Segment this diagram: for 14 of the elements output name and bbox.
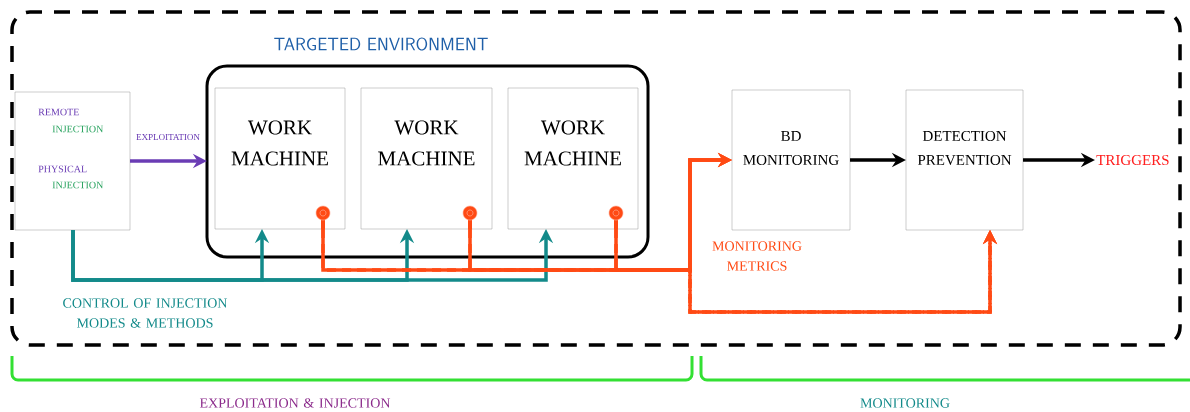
- machine-box: WORK MACHINE: [507, 87, 639, 230]
- dashed-frame: [10, 10, 1182, 347]
- machine-box: WORK MACHINE: [360, 87, 493, 230]
- machine-box: WORK MACHINE: [214, 87, 346, 230]
- annotation: MONITORING METRICS: [712, 241, 802, 271]
- injection-box: REMOTE INJECTION PHYSICAL INJECTION: [14, 91, 131, 231]
- annotation: CONTROL OF INJECTION MODES & METHODS: [63, 298, 228, 328]
- output-text: TRIGGERS: [1096, 154, 1169, 166]
- annotation: MONITORING: [860, 398, 950, 408]
- edge-label: EXPLOITATION: [135, 133, 201, 141]
- monitoring-box: BD MONITORING: [731, 89, 851, 231]
- annotation: EXPLOITATION & INJECTION: [199, 398, 391, 408]
- node-label: TARGETED ENVIRONMENT: [274, 37, 488, 51]
- detection-box: DETECTION PREVENTION: [905, 89, 1024, 231]
